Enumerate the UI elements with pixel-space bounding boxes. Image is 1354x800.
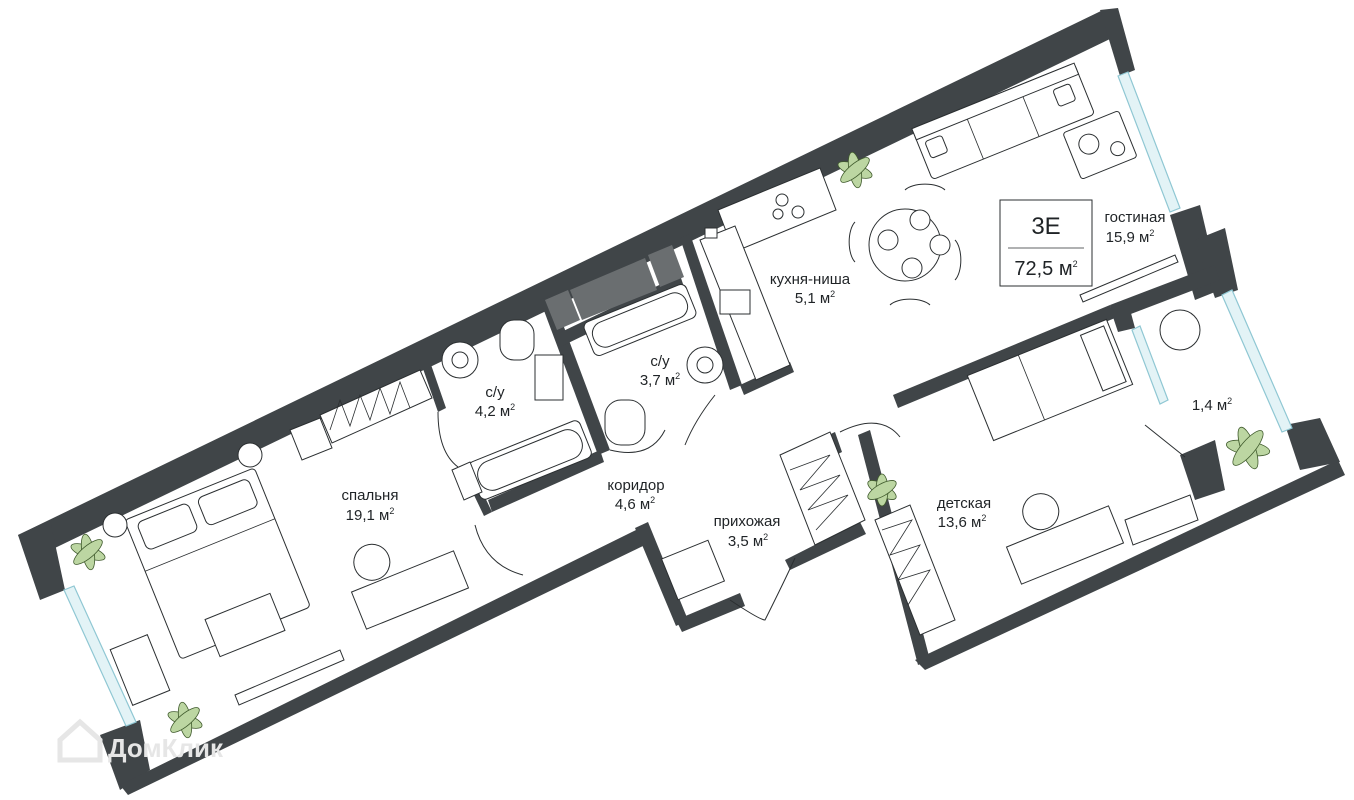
house-logo-icon: [57, 718, 103, 763]
room-name-kids: детская: [937, 495, 991, 512]
wall-kids-top: [1110, 265, 1220, 320]
unit-type-label: 3E: [1031, 213, 1060, 240]
door-bath2: [609, 429, 666, 453]
door-bedroom: [474, 524, 524, 576]
wall-bottom-bedroom: [120, 528, 645, 795]
door-entrance: [729, 557, 796, 621]
shaft-panel-3: [648, 245, 684, 287]
wall-hall-right: [785, 522, 866, 570]
wall-bath2-east: [680, 234, 742, 390]
wall-bath1-west: [420, 356, 446, 412]
shirt-box-bedroom: [289, 417, 333, 461]
plant-balcony: [1225, 426, 1271, 470]
wall-kids-top-post: [1110, 302, 1135, 332]
shoe-cabinet: [451, 461, 483, 501]
room-name-hall: прихожая: [714, 513, 781, 530]
bed-kids: [966, 318, 1134, 442]
wall-balcony-corner: [1285, 418, 1340, 470]
room-area-living: 15,9 м2: [1106, 228, 1155, 246]
plant-kids: [867, 473, 897, 507]
wall-living-east-2: [1195, 228, 1238, 298]
wall-corner-sw: [100, 720, 150, 790]
door-kids: [839, 422, 901, 438]
room-area-bath1: 4,2 м2: [475, 402, 515, 420]
wall-bath1-bottom: [488, 450, 604, 512]
outer-walls: [18, 8, 1345, 795]
shaft-panel-2: [570, 258, 657, 320]
wall-corner-w: [18, 520, 65, 600]
bathtub-2: [583, 284, 697, 356]
door-balcony: [1144, 424, 1186, 458]
shaft-panel-1: [545, 290, 580, 330]
plant-living: [837, 151, 873, 189]
window-balcony: [1221, 289, 1293, 433]
toilet-bath2: [604, 399, 646, 446]
doors: [437, 394, 1186, 621]
room-name-living: гостиная: [1105, 209, 1166, 226]
wardrobe-kids: [874, 504, 956, 636]
plants: [70, 151, 1271, 739]
wall-kids-bottom: [915, 460, 1345, 670]
sofa: [911, 62, 1094, 179]
dining-table: [848, 183, 962, 306]
tv-bench-bedroom: [234, 649, 345, 706]
room-name-bedroom: спальня: [342, 487, 399, 504]
nightstand-left: [102, 512, 128, 538]
wall-balcony-post: [1180, 440, 1225, 500]
room-area-bedroom: 19,1 м2: [346, 506, 395, 524]
room-labels: гостиная 15,9 м2 кухня-ниша 5,1 м2 с/у 4…: [342, 209, 1233, 550]
room-area-hall: 3,5 м2: [728, 532, 768, 550]
room-area-balcony: 1,4 м2: [1192, 396, 1232, 414]
watermark: ДомКлик: [57, 718, 224, 763]
unit-total-area: 72,5 м2: [1014, 258, 1077, 280]
room-area-kids: 13,6 м2: [938, 513, 987, 531]
wall-hall-notch-bottom: [676, 593, 745, 632]
room-name-bath1: с/у: [485, 384, 505, 401]
kitchen-counter: [699, 167, 837, 381]
wardrobe-hall: [779, 431, 866, 546]
rug-hall: [660, 539, 726, 601]
toilet-bath1: [499, 319, 535, 361]
wall-kitchen-low: [740, 362, 794, 395]
room-area-bath2: 3,7 м2: [640, 371, 680, 389]
wall-corner-ne: [1100, 8, 1135, 76]
chair-balcony: [1159, 309, 1201, 351]
room-area-corridor: 4,6 м2: [615, 495, 655, 513]
plant-bedroom-top: [70, 533, 106, 571]
unit-badge-box: [999, 199, 1093, 287]
wardrobe-bedroom: [319, 369, 433, 444]
room-name-bath2: с/у: [650, 353, 670, 370]
wall-top: [18, 10, 1112, 560]
window-bedroom: [63, 585, 137, 727]
desk-kids: [1005, 493, 1125, 585]
furniture: [102, 62, 1201, 706]
window-living: [1117, 71, 1181, 213]
windows: [63, 71, 1293, 727]
washer: [534, 354, 564, 401]
unit-badge: 3E 72,5 м2: [999, 199, 1093, 287]
door-bath2-b: [684, 394, 716, 446]
room-name-corridor: коридор: [607, 477, 664, 494]
nightstand-right: [237, 442, 263, 468]
tv-unit: [1079, 254, 1179, 303]
rug-bedroom: [204, 592, 286, 658]
shelf-kids: [1124, 494, 1199, 546]
wall-hall-notch-left: [635, 522, 688, 626]
door-bath1: [437, 411, 459, 468]
coffee-table: [1063, 110, 1137, 180]
room-area-kitchen: 5,1 м2: [795, 289, 835, 307]
plant-bedroom-bottom: [167, 701, 203, 739]
watermark-text: ДомКлик: [108, 733, 224, 763]
desk-bedroom: [350, 543, 470, 630]
room-name-kitchen: кухня-ниша: [770, 271, 851, 288]
desk-bedroom-left: [109, 634, 171, 706]
wall-kids-north: [893, 305, 1115, 408]
window-kids: [1131, 325, 1169, 405]
